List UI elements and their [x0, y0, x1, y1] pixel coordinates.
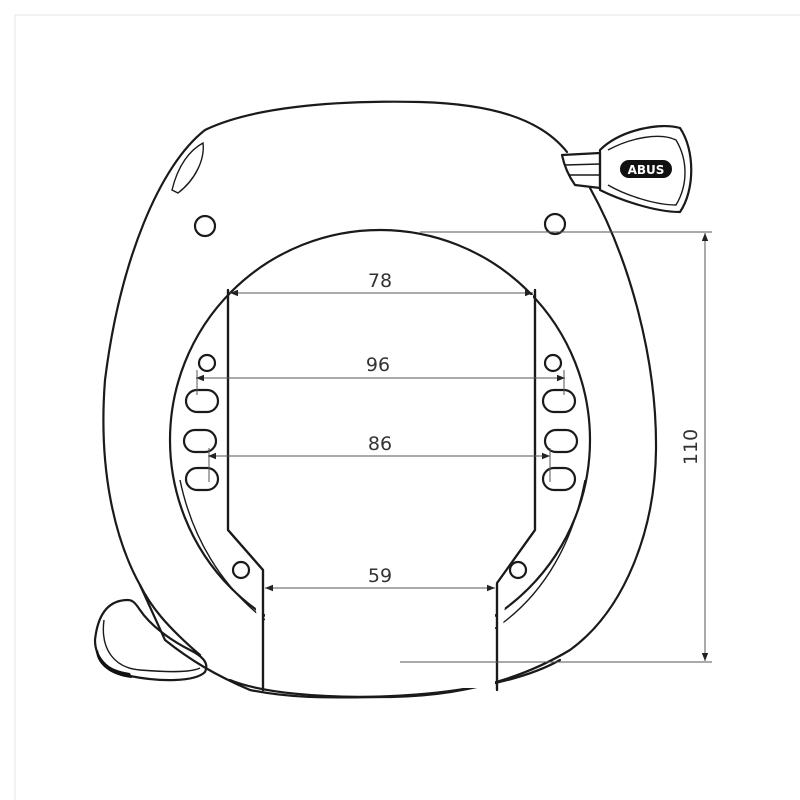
abus-logo — [620, 160, 672, 178]
holes — [182, 212, 579, 580]
key: ABUS — [560, 124, 693, 214]
dim-96: 96 — [366, 354, 390, 376]
dim-59: 59 — [368, 565, 392, 587]
dimension-lines — [196, 231, 712, 663]
shackle-plates — [226, 288, 537, 692]
svg-text:ABUS: ABUS — [628, 163, 665, 177]
bracket — [93, 583, 208, 682]
dim-86: 86 — [368, 433, 392, 455]
top-left-groove — [171, 141, 204, 194]
dim-110: 110 — [680, 429, 702, 465]
dim-78: 78 — [368, 270, 392, 292]
